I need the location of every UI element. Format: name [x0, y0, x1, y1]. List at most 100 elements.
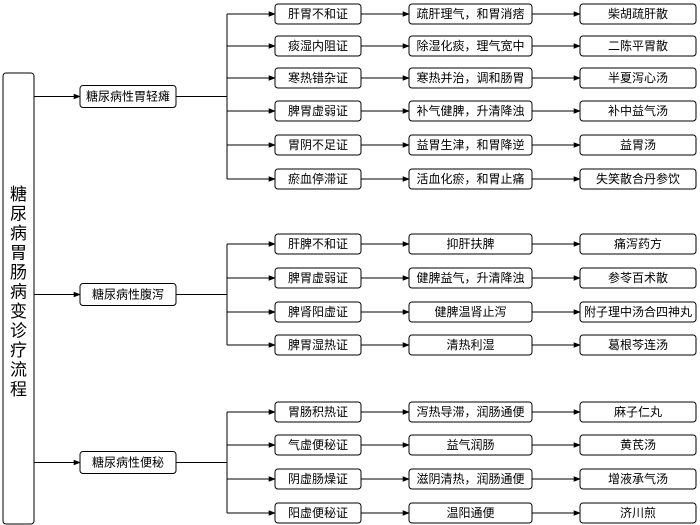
category-1-row-6-syndrome-box: 瘀血停滞证 [274, 168, 362, 190]
category-2-row-4-syndrome-box-frame [274, 334, 362, 356]
category-2-box: 糖尿病性腹泻 [79, 283, 177, 306]
category-1-row-1-formula-box-label: 柴胡疏肝散 [608, 6, 668, 21]
category-3-row-2-syndrome-box-label: 气虚便秘证 [288, 437, 348, 452]
root-label: 糖尿病胃肠病变诊疗流程 [10, 185, 27, 400]
category-3-row-3-formula-box-label: 增液承气汤 [608, 471, 668, 486]
category-1-row-1-treatment-box-label: 疏肝理气，和胃消痞 [416, 6, 524, 21]
category-2-row-4-syndrome-box-label: 脾胃湿热证 [288, 337, 348, 352]
category-3-row-1-treatment-box-label: 泻热导滞，润肠通便 [416, 405, 524, 419]
category-2-row-2-syndrome-box-frame [274, 267, 362, 289]
category-1-row-1-treatment-box-frame [408, 3, 533, 25]
category-2-row-1-treatment-box-label: 抑肝扶脾 [446, 236, 494, 251]
category-1-row-2-formula-box-label: 二陈平胃散 [608, 38, 668, 53]
category-3-row-3-formula-box-frame [579, 468, 697, 490]
category-2-row-1-treatment-box: 抑肝扶脾 [408, 233, 533, 255]
category-1-row-4-syndrome-box: 脾胃虚弱证 [274, 100, 362, 122]
category-1-row-4-treatment-box-frame [408, 100, 533, 122]
category-2-row-2-formula-box-label: 参苓百术散 [608, 270, 668, 285]
category-1-row-2-treatment-box-label: 除湿化痰，理气宽中 [416, 38, 524, 53]
category-3-row-4-treatment-box-label: 温阳通便 [446, 506, 494, 520]
category-1-box: 糖尿病性胃轻瘫 [79, 85, 177, 108]
category-1-row-6-treatment-box: 活血化瘀，和胃止痛 [408, 168, 533, 190]
category-3-row-1-syndrome-box-label: 胃肠积热证 [288, 405, 348, 419]
category-2-row-3-treatment-box: 健脾温肾止泻 [408, 301, 533, 323]
category-1-row-5-syndrome-box-frame [274, 134, 362, 156]
category-2-row-2-syndrome-box: 脾胃虚弱证 [274, 267, 362, 289]
category-1-row-5-syndrome-box: 胃阴不足证 [274, 134, 362, 156]
category-2-row-2-formula-box-frame [579, 267, 697, 289]
category-3-row-4-syndrome-box-frame [274, 502, 362, 524]
category-3-row-4-formula-box: 济川煎 [579, 502, 697, 524]
category-3-box-label: 糖尿病性便秘 [92, 455, 164, 470]
category-1-row-5-treatment-box-frame [408, 134, 533, 156]
category-3-row-3-formula-box: 增液承气汤 [579, 468, 697, 490]
category-3-row-3-treatment-box-label: 滋阴清热，润肠通便 [416, 472, 524, 486]
category-1-box-label: 糖尿病性胃轻瘫 [86, 89, 170, 104]
category-3-row-2-formula-box: 黄芪汤 [579, 434, 697, 456]
category-1-row-2-syndrome-box: 痰湿内阻证 [274, 35, 362, 57]
category-1-row-2-syndrome-box-label: 痰湿内阻证 [288, 38, 348, 53]
category-1-row-4-formula-box-label: 补中益气汤 [608, 103, 668, 118]
category-1-row-4-treatment-box: 补气健脾，升清降浊 [408, 100, 533, 122]
category-2-row-2-syndrome-box-label: 脾胃虚弱证 [288, 270, 348, 285]
category-2-row-2-treatment-box-frame [408, 267, 533, 289]
category-1-row-4-formula-box-frame [579, 100, 697, 122]
category-2-row-4-formula-box: 葛根芩连汤 [579, 334, 697, 356]
category-1-row-4-syndrome-box-frame [274, 100, 362, 122]
category-3-row-1-syndrome-box-frame [274, 401, 362, 423]
category-1-row-2-syndrome-box-frame [274, 35, 362, 57]
category-2-row-3-syndrome-box-frame [274, 301, 362, 323]
category-2-row-4-treatment-box-label: 清热利湿 [446, 337, 494, 352]
root-box: 糖尿病胃肠病变诊疗流程 [2, 72, 35, 525]
category-3-row-3-syndrome-box-frame [274, 468, 362, 490]
category-3-row-4-formula-box-frame [579, 502, 697, 524]
category-2-row-1-treatment-box-frame [408, 233, 533, 255]
category-1-row-3-syndrome-box-label: 寒热错杂证 [288, 70, 348, 85]
category-2-row-3-treatment-box-frame [408, 301, 533, 323]
category-2-row-4-formula-box-frame [579, 334, 697, 356]
category-3-row-1-formula-box-frame [579, 401, 697, 423]
category-2-box-label: 糖尿病性腹泻 [92, 287, 164, 302]
category-1-row-5-formula-box-frame [579, 134, 697, 156]
category-1-row-1-syndrome-box-frame [274, 3, 362, 25]
category-1-row-6-treatment-box-frame [408, 168, 533, 190]
category-3-row-1-syndrome-box: 胃肠积热证 [274, 401, 362, 423]
category-1-row-6-syndrome-box-label: 瘀血停滞证 [288, 171, 348, 186]
category-2-row-2-formula-box: 参苓百术散 [579, 267, 697, 289]
category-1-row-1-treatment-box: 疏肝理气，和胃消痞 [408, 3, 533, 25]
category-3-row-1-treatment-box-frame [408, 401, 533, 423]
category-1-row-5-formula-box-label: 益胃汤 [620, 138, 656, 152]
category-1-row-2-treatment-box-frame [408, 35, 533, 57]
category-2-row-2-treatment-box: 健脾益气，升清降浊 [408, 267, 533, 289]
category-3-row-1-formula-box: 麻子仁丸 [579, 401, 697, 423]
category-2-row-1-syndrome-box: 肝脾不和证 [274, 233, 362, 255]
category-3-row-3-syndrome-box-label: 阴虚肠燥证 [288, 472, 348, 486]
category-1-row-2-treatment-box: 除湿化痰，理气宽中 [408, 35, 533, 57]
category-2-row-3-formula-box: 附子理中汤合四神丸 [579, 301, 697, 323]
category-1-row-3-syndrome-box-frame [274, 67, 362, 89]
category-3-row-2-treatment-box-frame [408, 434, 533, 456]
category-2-row-1-syndrome-box-label: 肝脾不和证 [288, 236, 348, 251]
category-3-row-4-treatment-box: 温阳通便 [408, 502, 533, 524]
category-2-row-2-treatment-box-label: 健脾益气，升清降浊 [416, 270, 524, 285]
category-3-row-2-syndrome-box: 气虚便秘证 [274, 434, 362, 456]
category-3-row-2-formula-box-frame [579, 434, 697, 456]
category-1-row-3-formula-box: 半夏泻心汤 [579, 67, 697, 89]
category-1-row-5-formula-box: 益胃汤 [579, 134, 697, 156]
category-1-row-3-formula-box-label: 半夏泻心汤 [608, 71, 668, 85]
category-3-row-1-formula-box-label: 麻子仁丸 [614, 404, 662, 419]
category-2-row-3-formula-box-frame [579, 301, 697, 323]
category-1-row-5-syndrome-box-label: 胃阴不足证 [288, 138, 348, 152]
category-1-row-6-formula-box-frame [579, 168, 697, 190]
category-3-row-1-treatment-box: 泻热导滞，润肠通便 [408, 401, 533, 423]
root-box-frame [2, 72, 35, 525]
category-2-row-4-treatment-box: 清热利湿 [408, 334, 533, 356]
category-3-row-3-treatment-box: 滋阴清热，润肠通便 [408, 468, 533, 490]
category-2-row-3-syndrome-box: 脾肾阳虚证 [274, 301, 362, 323]
category-1-row-6-formula-box: 失笑散合丹参饮 [579, 168, 697, 190]
category-2-row-4-formula-box-label: 葛根芩连汤 [608, 337, 668, 352]
category-1-row-3-treatment-box-frame [408, 67, 533, 89]
category-1-row-5-treatment-box-label: 益胃生津，和胃降逆 [416, 137, 524, 152]
category-2-row-4-syndrome-box: 脾胃湿热证 [274, 334, 362, 356]
